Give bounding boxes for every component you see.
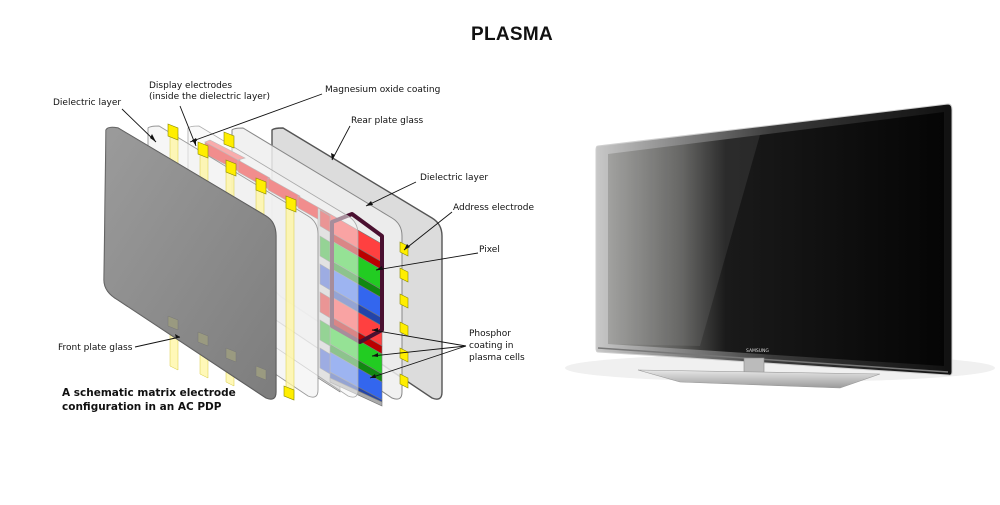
tv-screen [608,112,944,366]
label-display-electrodes: Display electrodes [149,81,233,91]
label-phosphor-line3: plasma cells [469,353,525,363]
plasma-tv-photo: SAMSUNG [560,90,1000,400]
tv-illustration: SAMSUNG [565,103,995,389]
page-title: PLASMA [470,24,554,45]
label-front-plate-glass: Front plate glass [58,343,133,353]
label-phosphor-line2: coating in [469,341,514,351]
address-electrodes [399,241,409,389]
electrode-contact-pads [167,315,267,381]
leader-lines [121,93,479,379]
plasma-schematic-diagram: Dielectric layer Display electrodes (ins… [53,81,535,414]
diagram-caption: A schematic matrix electrode configurati… [62,386,302,414]
caption-line2: configuration in an AC PDP [62,401,222,413]
label-dielectric-layer-rear: Dielectric layer [420,173,489,183]
tv-stand-base [637,369,881,389]
caption-line1: A schematic matrix electrode [62,387,236,399]
label-magnesium-oxide-coating: Magnesium oxide coating [325,85,441,95]
label-display-electrodes-note: (inside the dielectric layer) [149,92,271,102]
label-address-electrode: Address electrode [453,203,535,213]
display-electrode-tabs [167,123,297,401]
tv-brand-logo: SAMSUNG [746,348,769,354]
label-rear-plate-glass: Rear plate glass [351,116,424,126]
plasma-layers-illustration [103,93,479,407]
label-phosphor-line1: Phosphor [469,329,511,339]
label-pixel: Pixel [479,245,500,255]
label-dielectric-layer-front: Dielectric layer [53,98,122,108]
leader-arrowheads [150,134,410,378]
